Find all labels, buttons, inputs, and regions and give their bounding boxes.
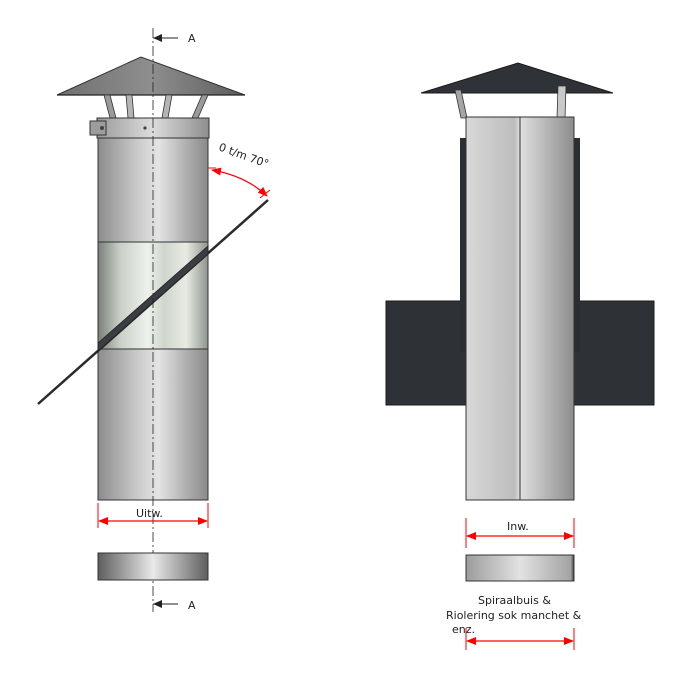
left-clamp-tab: [89, 120, 107, 136]
right-cap-leg: [454, 89, 468, 119]
section-marker-top: A: [188, 32, 196, 45]
note-line-3: enz.: [452, 623, 475, 636]
left-cap-leg: [191, 94, 209, 119]
left-view: A A 0 t/m 70° Uitw.: [37, 28, 271, 612]
right-collar-edge: [573, 138, 580, 352]
left-clamp-rivet: [143, 126, 147, 130]
left-cap-leg: [161, 94, 173, 119]
width-label-inw: Inw.: [507, 520, 529, 533]
right-bottom-ring: [465, 554, 575, 582]
left-clamp-bolt: [100, 126, 104, 130]
section-marker-bottom: A: [188, 599, 196, 612]
left-bottom-ring: [97, 552, 209, 581]
left-cap-leg: [125, 94, 135, 119]
right-cap-leg: [556, 85, 567, 119]
right-view: Inw. Spiraalbuis & Riolering sok manchet…: [385, 62, 655, 650]
left-rain-cap: [56, 56, 246, 96]
note-line-2: Riolering sok manchet &: [446, 609, 582, 622]
width-label-uitw: Uitw.: [136, 507, 163, 520]
angle-dimension-arc: [211, 167, 268, 197]
angle-label: 0 t/m 70°: [217, 141, 271, 171]
right-collar-edge: [460, 138, 468, 352]
left-cap-leg: [103, 94, 117, 119]
right-rain-cap: [420, 62, 614, 94]
note-line-1: Spiraalbuis &: [478, 594, 551, 607]
